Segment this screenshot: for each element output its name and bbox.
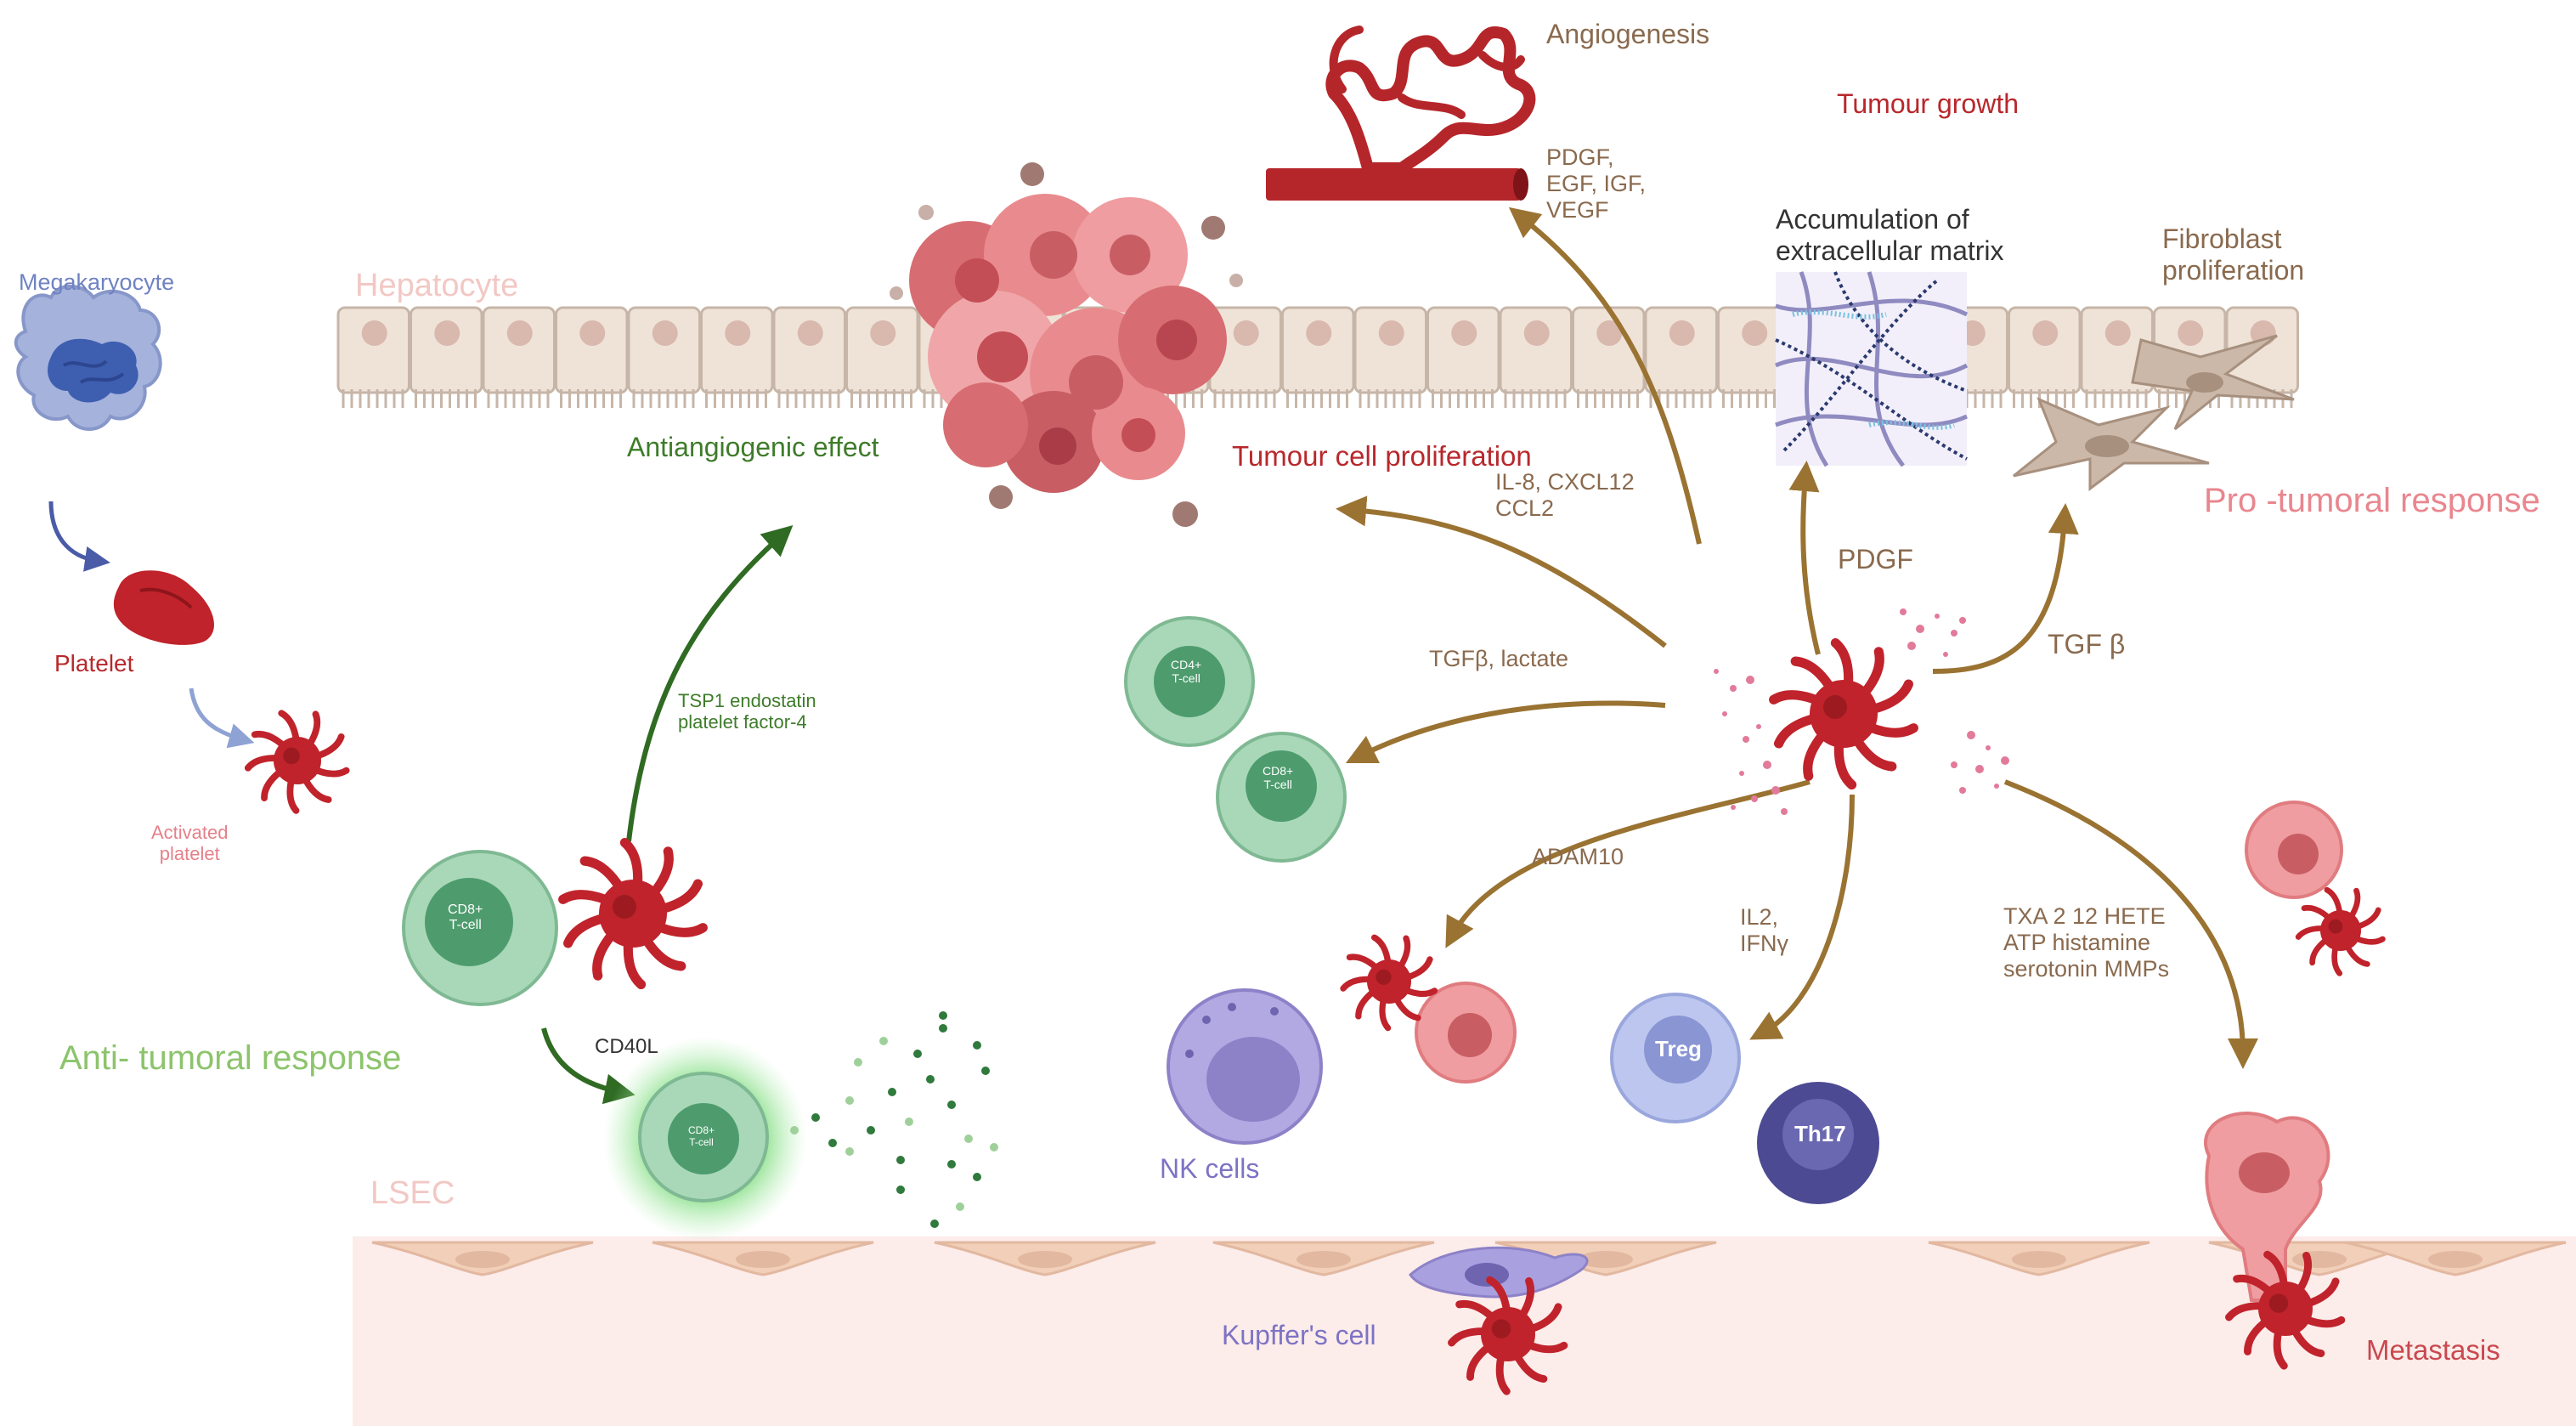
label-treg: Treg — [1655, 1036, 1702, 1061]
arrow-to-fibroblast — [1932, 503, 2079, 674]
central-platelet-icon — [1769, 637, 1918, 790]
label-tgfb-lactate: TGFβ, lactate — [1429, 646, 1569, 671]
tumour-cell-icon-right — [2245, 801, 2343, 899]
treg-cell-icon — [1610, 993, 1741, 1123]
glowing-cd8-tcell-icon — [603, 1037, 807, 1241]
label-nk-cells: NK cells — [1160, 1153, 1260, 1184]
label-cd8-tcell-glow: CD8+ T-cell — [688, 1124, 715, 1148]
arrow-to-antiangiogenic — [626, 524, 794, 842]
arrow-to-metastasis — [2003, 779, 2258, 1069]
cd8-tcell-icon-left — [402, 850, 558, 1006]
label-platelet: Platelet — [54, 650, 134, 676]
platelet-icon-metastasis — [2225, 1250, 2346, 1370]
arrow-to-proliferation — [1336, 495, 1667, 648]
label-anti-tumoral: Anti- tumoral response — [59, 1039, 402, 1077]
cd4-tcell-icon — [1124, 616, 1255, 747]
label-growth-factors: PDGF, EGF, IGF, VEGF — [1546, 144, 1647, 224]
th17-cell-icon — [1757, 1082, 1879, 1204]
label-antiangiogenic: Antiangiogenic effect — [627, 432, 879, 462]
left-platelet-icon — [558, 837, 708, 990]
label-megakaryocyte: Megakaryocyte — [19, 269, 175, 295]
arrow-platelet-activated — [189, 688, 255, 749]
label-pdgf: PDGF — [1838, 544, 1913, 574]
label-il8-cxcl12: IL-8, CXCL12 CCL2 — [1495, 469, 1635, 522]
label-th17: Th17 — [1794, 1121, 1846, 1146]
label-hepatocyte: Hepatocyte — [355, 268, 519, 303]
metastasis-cell-icon — [2204, 1112, 2330, 1302]
granules-green — [790, 1011, 998, 1228]
platelet-icon-right — [2295, 886, 2386, 976]
extracellular-matrix-icon — [1775, 271, 1969, 467]
hepatocyte-row — [336, 306, 2299, 408]
arrow-megakaryocyte-platelet — [48, 501, 110, 572]
arrow-to-treg — [1749, 794, 1855, 1040]
label-pro-tumoral: Pro -tumoral response — [2204, 482, 2540, 519]
label-metastasis: Metastasis — [2366, 1334, 2500, 1366]
label-angiogenesis: Angiogenesis — [1546, 19, 1710, 49]
arrow-cd40l — [541, 1027, 636, 1105]
label-cd8-tcell-upper: CD8+ T-cell — [1263, 764, 1294, 792]
label-accumulation-ecm: Accumulation of extracellular matrix — [1776, 204, 2004, 266]
activated-platelet-icon — [244, 710, 350, 814]
arrow-to-angiogenesis — [1508, 207, 1702, 545]
label-lsec: LSEC — [370, 1175, 455, 1211]
arrow-to-nk — [1445, 779, 1811, 948]
label-txa2: TXA 2 12 HETE ATP histamine serotonin MM… — [2003, 903, 2170, 982]
tumour-cluster-icon — [890, 162, 1243, 527]
granules-pink — [1714, 608, 2009, 815]
label-cd40l: CD40L — [595, 1035, 658, 1058]
blood-vessel-icon — [1266, 25, 1536, 201]
lsec-cells — [371, 1241, 2567, 1276]
label-tumour-proliferation: Tumour cell proliferation — [1232, 440, 1532, 472]
platelet-icon-mid — [1340, 934, 1438, 1032]
label-adam10: ADAM10 — [1532, 844, 1624, 869]
nk-cell-icon — [1167, 988, 1323, 1145]
label-fibroblast-proliferation: Fibroblast proliferation — [2162, 224, 2305, 286]
fibroblast-icon — [2013, 334, 2295, 491]
label-cd4-tcell: CD4+ T-cell — [1171, 658, 1202, 686]
label-il2-ifn: IL2, IFNγ — [1740, 904, 1788, 957]
label-tsp1: TSP1 endostatin platelet factor-4 — [678, 690, 816, 733]
megakaryocyte-icon — [14, 284, 162, 431]
arrow-to-tcells — [1345, 700, 1666, 764]
arrow-to-ecm — [1788, 461, 1821, 655]
label-kupffer: Kupffer's cell — [1222, 1320, 1376, 1350]
tumour-cell-icon-mid — [1415, 982, 1517, 1084]
platelet-icon-kupffer — [1448, 1276, 1568, 1395]
label-cd8-tcell-left: CD8+ T-cell — [448, 903, 483, 933]
kupffer-cell-icon — [1409, 1246, 1589, 1299]
platelet-icon — [113, 570, 214, 645]
label-activated-platelet: Activated platelet — [151, 822, 229, 865]
cd8-tcell-icon-upper — [1216, 732, 1347, 863]
label-tgf-beta: TGF β — [2048, 629, 2126, 659]
label-tumour-growth: Tumour growth — [1837, 88, 2019, 119]
